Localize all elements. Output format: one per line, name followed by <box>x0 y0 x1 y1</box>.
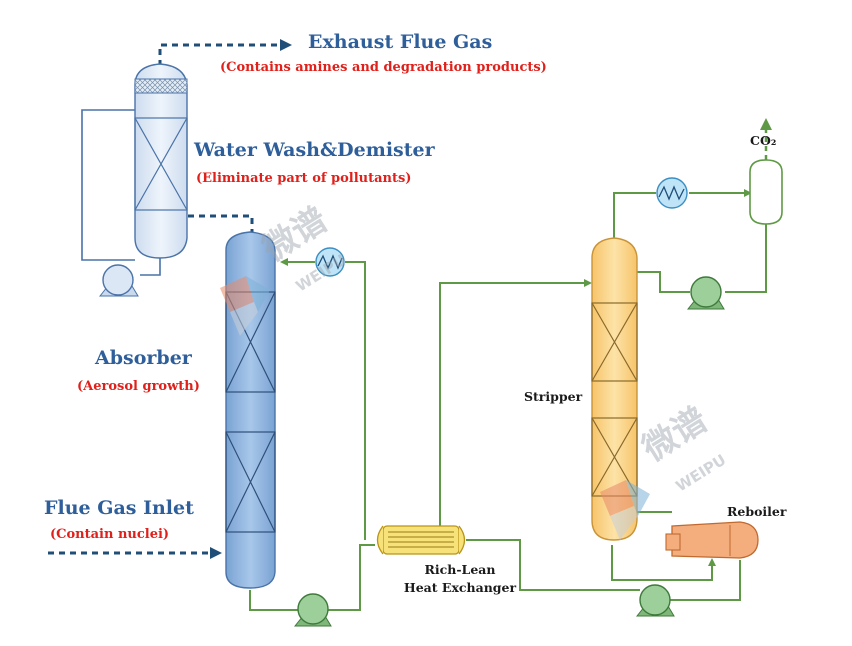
exhaust-flue-gas-title: Exhaust Flue Gas <box>308 31 493 53</box>
watermark-cn-right: 微谱 <box>635 400 715 470</box>
reflux-pump <box>686 276 725 310</box>
rich-lean-heat-exchanger <box>376 525 466 555</box>
watermark-en-right: WEIPU <box>673 451 730 496</box>
demister-mesh <box>134 78 188 94</box>
wash-pump <box>98 264 139 297</box>
exhaust-flue-gas-note: (Contains amines and degradation product… <box>220 60 547 75</box>
heat-exchanger-label-line1: Rich-Lean <box>424 562 496 577</box>
pipes <box>81 109 767 611</box>
flue-gas-inlet-note: (Contain nuclei) <box>50 527 170 542</box>
absorber-title: Absorber <box>95 347 192 369</box>
lean-cooler <box>315 247 345 277</box>
lean-pump <box>635 584 675 617</box>
stripper-column <box>591 237 638 541</box>
reboiler-label: Reboiler <box>727 504 787 519</box>
reboiler <box>665 521 759 559</box>
absorber-note: (Aerosol growth) <box>77 379 200 394</box>
flue-gas-inlet-title: Flue Gas Inlet <box>44 497 194 519</box>
water-wash-tower <box>134 63 188 259</box>
water-wash-title: Water Wash&Demister <box>194 139 435 161</box>
stripper-label: Stripper <box>524 389 583 404</box>
co2-label: CO₂ <box>750 133 777 148</box>
overhead-cooler <box>656 177 688 209</box>
co2-separator <box>749 159 783 225</box>
watermark-logo-left <box>220 276 270 336</box>
rich-pump <box>293 593 332 627</box>
water-wash-note: (Eliminate part of pollutants) <box>196 171 412 186</box>
heat-exchanger-label-line2: Heat Exchanger <box>403 580 517 595</box>
watermark-logo-right <box>600 480 650 540</box>
